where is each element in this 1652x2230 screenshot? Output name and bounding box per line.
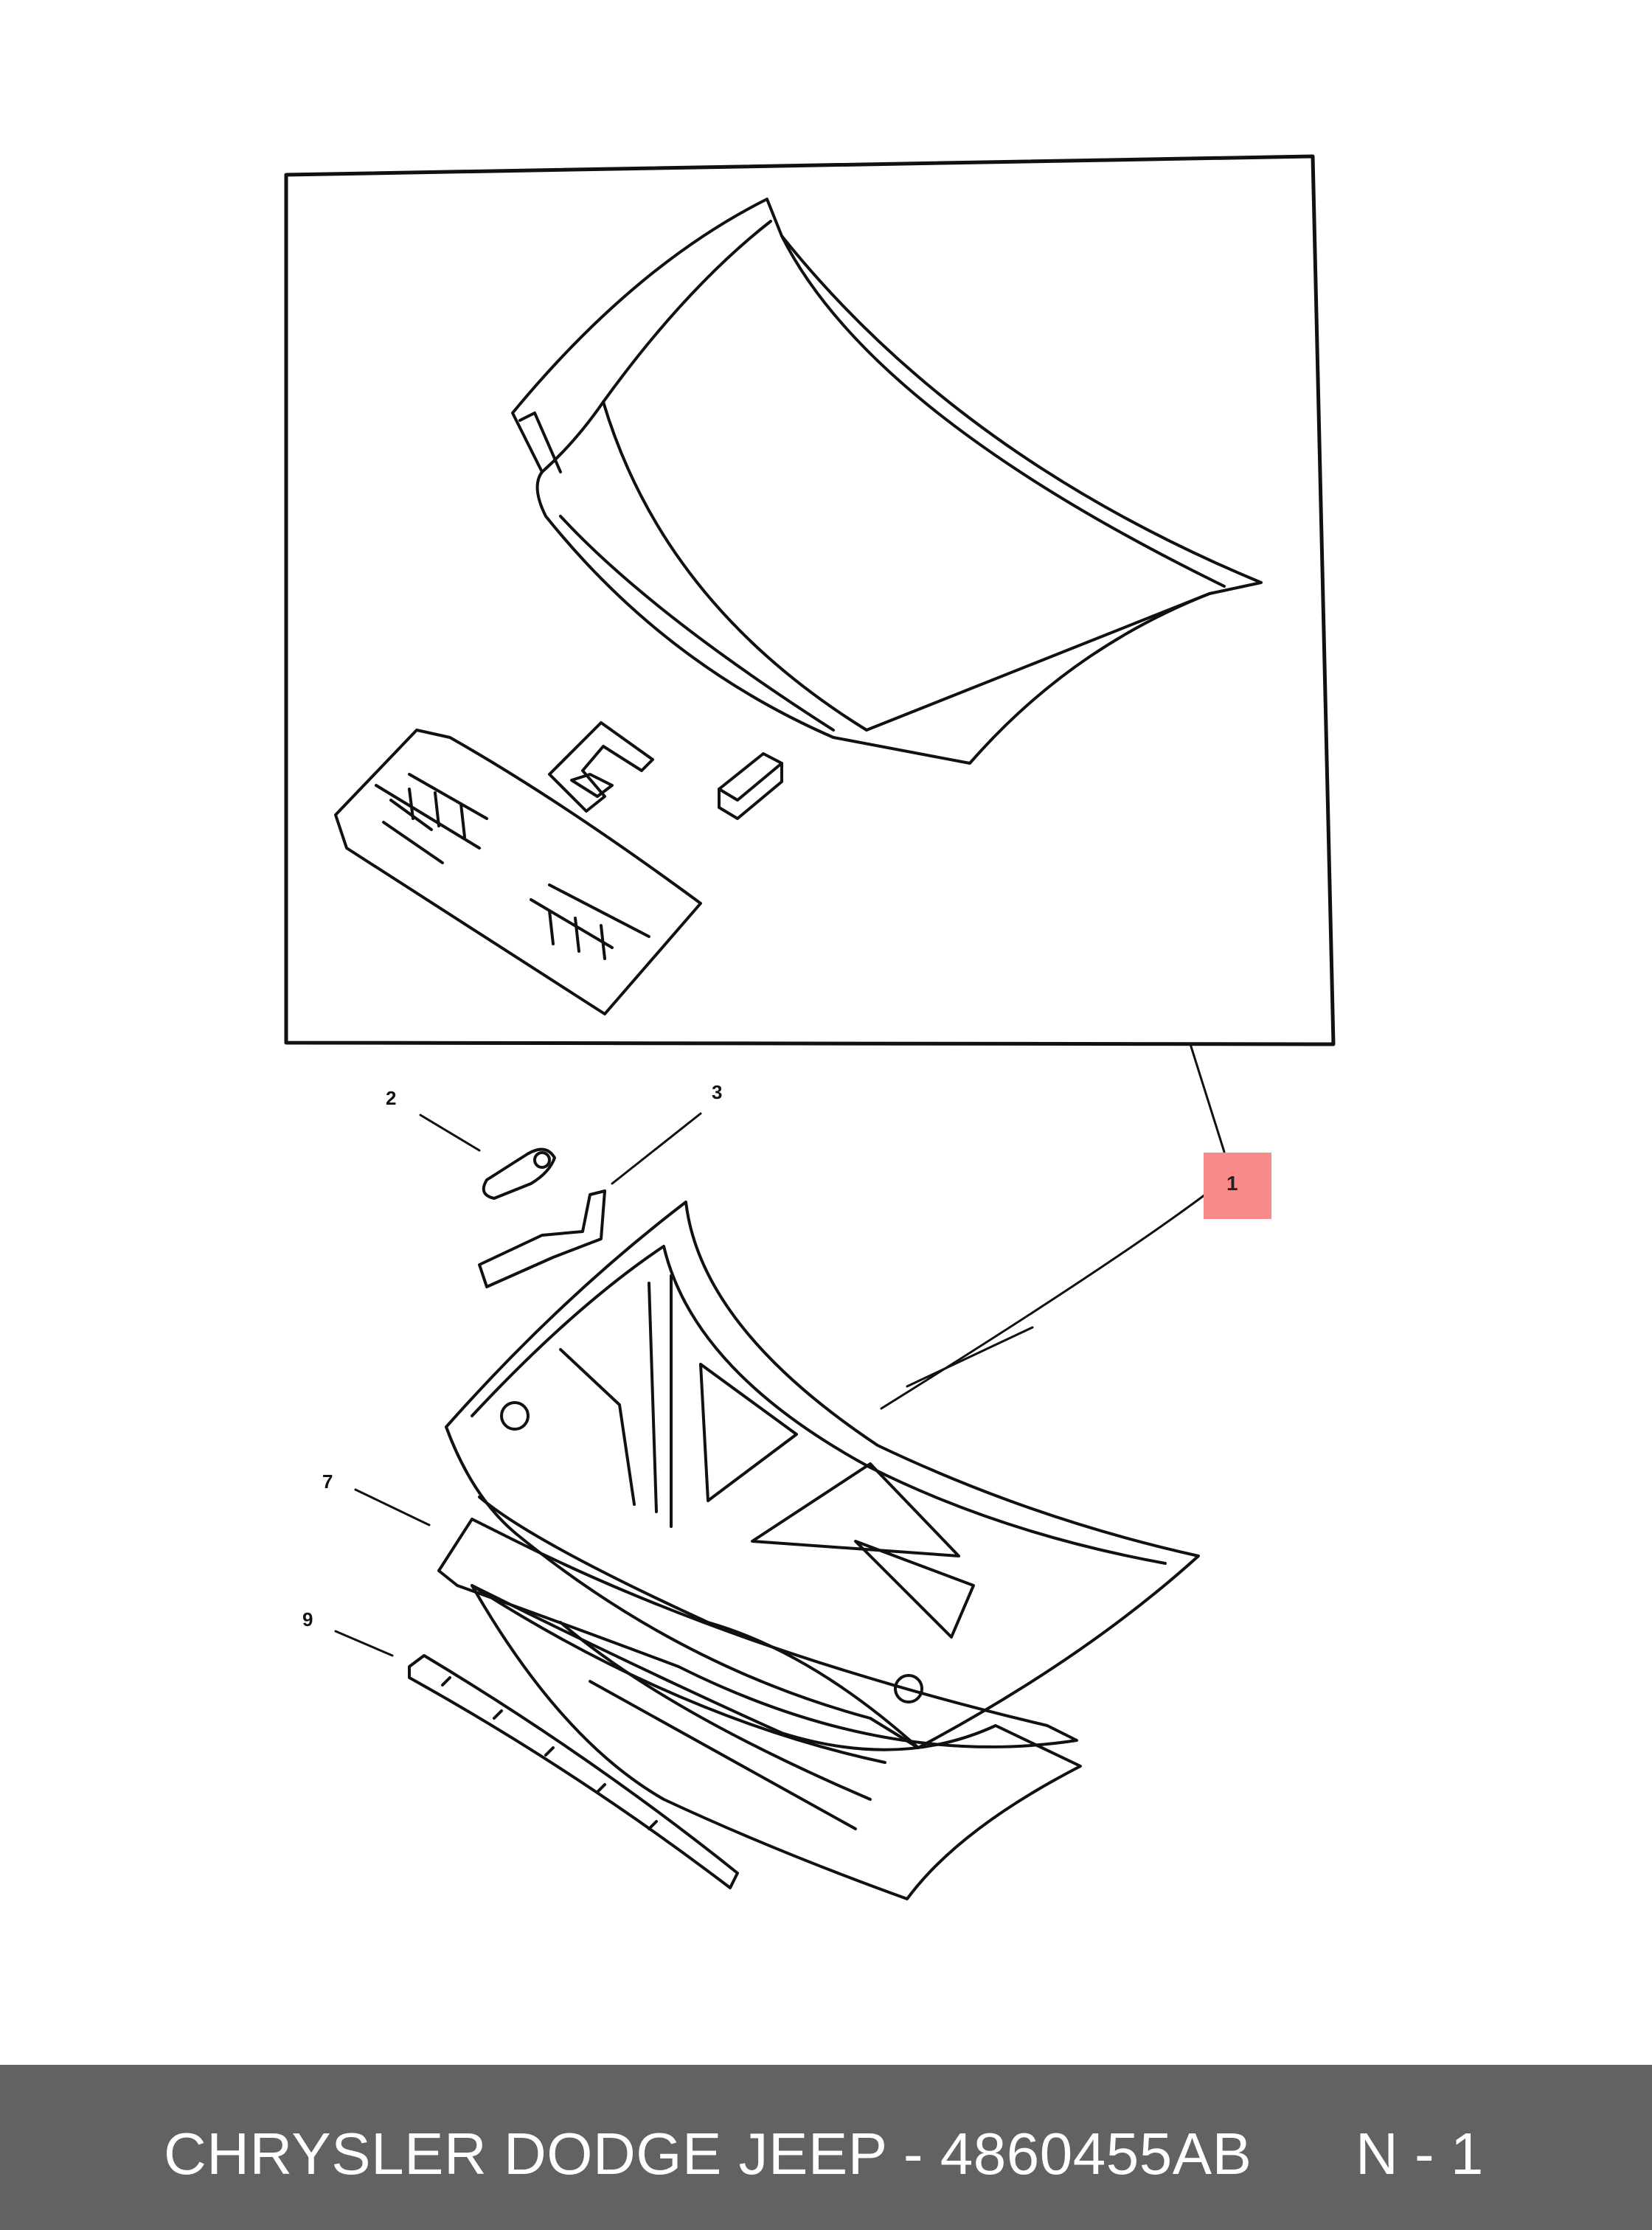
inset-frame — [284, 154, 1336, 1046]
leader-line-9 — [334, 1630, 394, 1657]
callout-9-label: 9 — [302, 1608, 313, 1630]
footer-page-label: N - 1 — [1356, 2121, 1484, 2186]
callout-3-label: 3 — [712, 1081, 722, 1103]
callout-1-label: 1 — [1226, 1172, 1238, 1195]
hood-insulator-pad — [471, 1584, 1082, 1900]
inset-insulator-pad — [334, 729, 702, 1015]
part-3-hinge — [478, 1189, 606, 1288]
part-9-strip — [408, 1654, 739, 1889]
inset-hood-panel — [511, 198, 1263, 765]
inset-bumper-block — [718, 752, 783, 820]
callout-1-highlight — [1204, 1153, 1271, 1219]
inset-latch-bracket — [548, 721, 654, 813]
leader-line-7 — [354, 1488, 431, 1526]
callout-2-label: 2 — [386, 1087, 396, 1109]
parts-diagram: 1 2 3 7 9 — [284, 154, 1336, 1900]
leader-line-2 — [419, 1114, 481, 1152]
leader-line-3 — [611, 1112, 702, 1185]
part-2-clip — [482, 1147, 556, 1200]
part-7-seal — [437, 1518, 1078, 1764]
callout-7-label: 7 — [322, 1470, 333, 1493]
footer-bar — [0, 2065, 1652, 2230]
footer-part-number: CHRYSLER DODGE JEEP - 4860455AB — [164, 2121, 1252, 2186]
hood-inner-panel — [445, 1201, 1200, 1749]
leader-line-1 — [880, 1043, 1226, 1410]
